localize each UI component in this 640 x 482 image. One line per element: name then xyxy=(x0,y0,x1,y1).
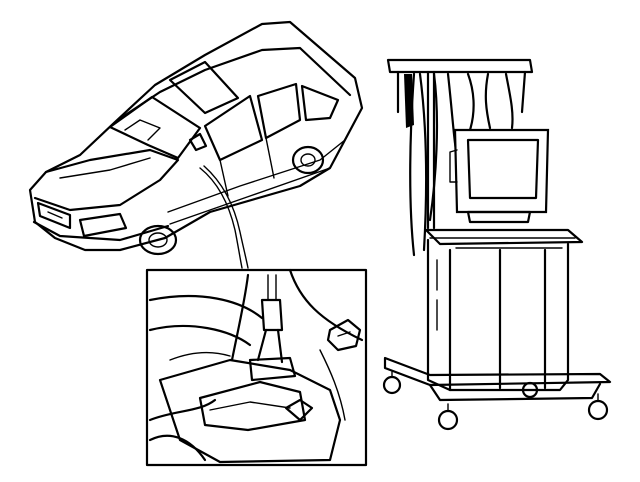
diagnostic-cart xyxy=(382,58,612,431)
station-wagon xyxy=(28,20,364,269)
detail-inset xyxy=(145,268,368,467)
